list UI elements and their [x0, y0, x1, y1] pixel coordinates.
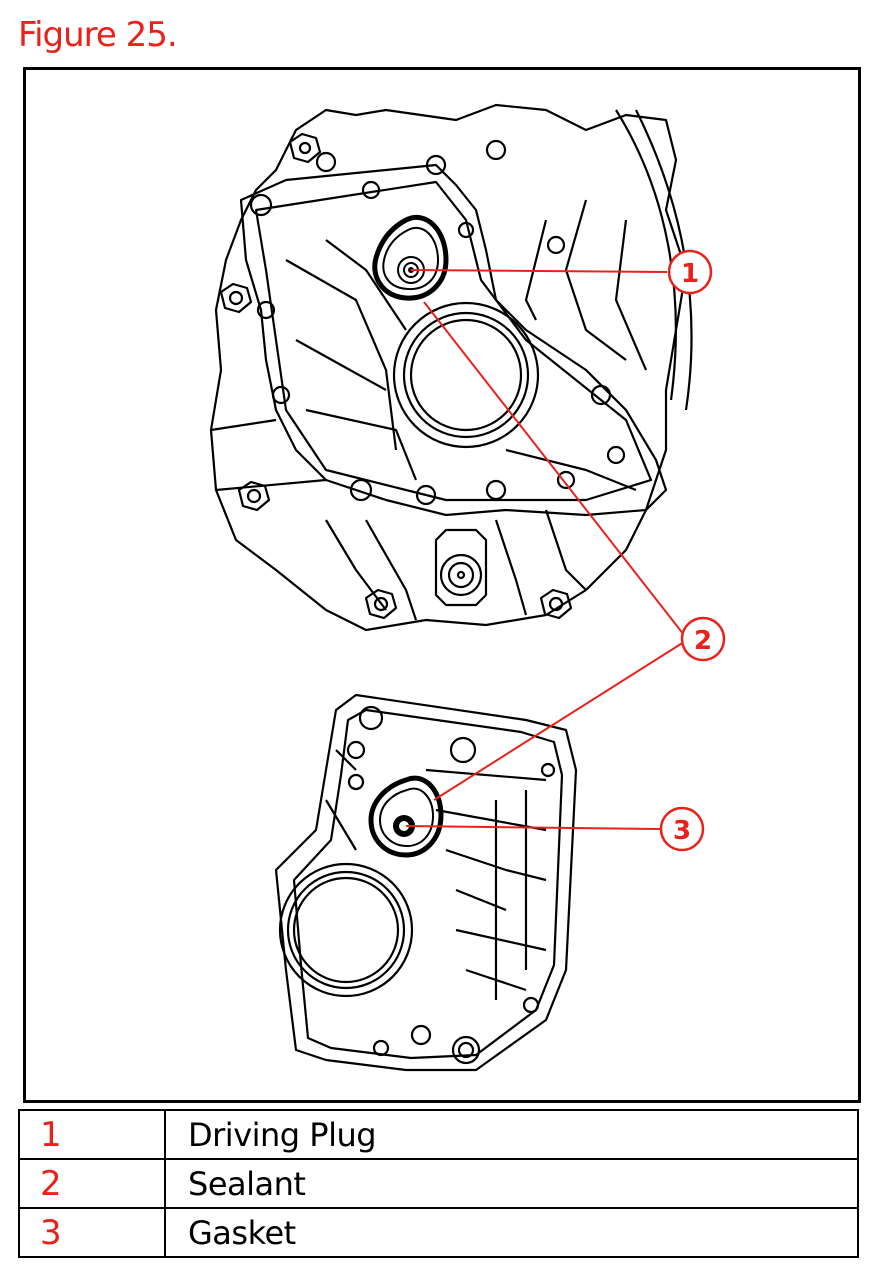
- legend-number: 2: [18, 1158, 166, 1209]
- legend-row: 1 Driving Plug: [18, 1109, 859, 1160]
- diagram-frame: 1 2 3: [23, 67, 861, 1103]
- driving-plug-upper: [372, 215, 449, 301]
- legend-label: Sealant: [164, 1158, 859, 1209]
- legend-number: 1: [18, 1109, 166, 1160]
- gasket-lower: [368, 775, 444, 858]
- legend-table: 1 Driving Plug 2 Sealant 3 Gasket: [18, 1109, 859, 1258]
- svg-text:1: 1: [681, 259, 699, 289]
- callout-3: 3: [659, 806, 705, 852]
- leader-lines: [405, 269, 685, 830]
- extension-case-lower: [274, 693, 578, 1072]
- leader-line-3: [405, 825, 661, 830]
- leader-line-2b: [433, 641, 685, 801]
- legend-row: 2 Sealant: [18, 1158, 859, 1209]
- callout-2: 2: [680, 616, 726, 662]
- transmission-case-upper: [209, 103, 693, 632]
- svg-text:3: 3: [673, 816, 691, 846]
- leader-line-1: [410, 269, 668, 273]
- legend-number: 3: [18, 1207, 166, 1258]
- callout-1: 1: [667, 249, 713, 295]
- transmission-diagram: 1 2 3: [209, 103, 726, 1072]
- svg-text:2: 2: [694, 626, 712, 656]
- leader-line-2a: [423, 301, 685, 636]
- legend-label: Gasket: [164, 1207, 859, 1258]
- legend-row: 3 Gasket: [18, 1207, 859, 1258]
- figure-title: Figure 25.: [18, 15, 178, 55]
- legend-label: Driving Plug: [164, 1109, 859, 1160]
